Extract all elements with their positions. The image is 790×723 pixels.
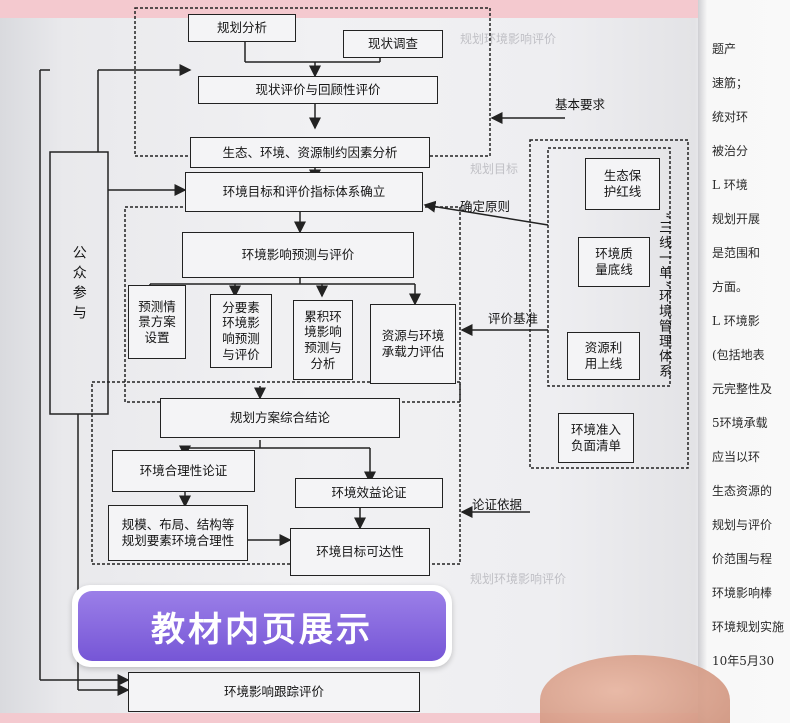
right-page-line: L 环境影: [712, 314, 760, 328]
target-reach-box: 环境目标可达性: [290, 528, 430, 576]
status-survey-box: 现状调查: [343, 30, 443, 58]
right-page-line: 被治分: [712, 144, 749, 158]
right-page-line: 应当以环: [712, 450, 761, 464]
rationality-box: 环境合理性论证: [112, 450, 255, 492]
right-page-line: (包括地表: [712, 348, 765, 362]
right-page-line: 规划开展: [712, 212, 761, 226]
top-border: [0, 0, 790, 18]
constraint-analysis-box: 生态、环境、资源制约因素分析: [190, 137, 430, 168]
quality-baseline-box: 环境质量底线: [578, 237, 650, 287]
right-page-line: 方面。: [712, 280, 749, 294]
planning-analysis-box: 规划分析: [188, 14, 296, 42]
negative-list-box: 环境准入负面清单: [558, 413, 634, 463]
right-page-line: 5环境承载: [712, 416, 768, 430]
right-page-line: 题产: [712, 42, 737, 56]
evaluation-benchmark-label: 评价基准: [488, 311, 539, 326]
benefit-box: 环境效益论证: [295, 478, 443, 508]
target-system-box: 环境目标和评价指标体系确立: [185, 172, 423, 212]
finger: [540, 655, 730, 723]
factor-prediction-box: 分要素环境影响预测与评价: [210, 294, 272, 368]
right-page-line: 速筋；: [712, 76, 749, 90]
eco-redline-box: 生态保护红线: [585, 158, 660, 210]
bottom-border: [0, 713, 790, 723]
scenario-box: 预测情景方案设置: [128, 285, 186, 359]
impact-prediction-box: 环境影响预测与评价: [182, 232, 414, 278]
right-page-line: 元完整性及: [712, 382, 773, 396]
tracking-box: 环境影响跟踪评价: [128, 672, 420, 712]
background-print: 规划环境影响评价: [470, 572, 567, 586]
background-print: 规划环境影响评价: [460, 32, 557, 46]
banner-title: 教材内页展示: [78, 591, 446, 661]
right-page-line: 10年5月30: [712, 654, 775, 668]
scale-layout-box: 规模、布局、结构等规划要素环境合理性: [108, 505, 248, 561]
right-page-line: 环境规划实施: [712, 620, 785, 634]
conclusion-box: 规划方案综合结论: [160, 398, 400, 438]
right-page-line: 生态资源的: [712, 484, 773, 498]
right-page-line: 价范围与程: [712, 552, 773, 566]
right-page-line: 是范围和: [712, 246, 761, 260]
status-review-box: 现状评价与回顾性评价: [198, 76, 438, 104]
right-page-line: 统对环: [712, 110, 749, 124]
basic-requirement-label: 基本要求: [555, 97, 606, 112]
background-print: 规划目标: [470, 162, 519, 176]
argument-basis-label: 论证依据: [472, 497, 523, 512]
public-participation-box: 公众参与: [70, 245, 87, 325]
right-page-line: L 环境: [712, 178, 748, 192]
right-page-line: 环境影响棒: [712, 586, 773, 600]
cumulative-box: 累积环境影响预测与分析: [293, 300, 353, 380]
system-name-label: “三线一单”环境管理体系: [656, 212, 672, 380]
resource-ceiling-box: 资源利用上线: [567, 332, 640, 380]
capacity-box: 资源与环境承载力评估: [370, 304, 456, 384]
determine-principle-label: 确定原则: [460, 199, 511, 214]
right-page: [698, 0, 790, 723]
right-page-line: 规划与评价: [712, 518, 773, 532]
